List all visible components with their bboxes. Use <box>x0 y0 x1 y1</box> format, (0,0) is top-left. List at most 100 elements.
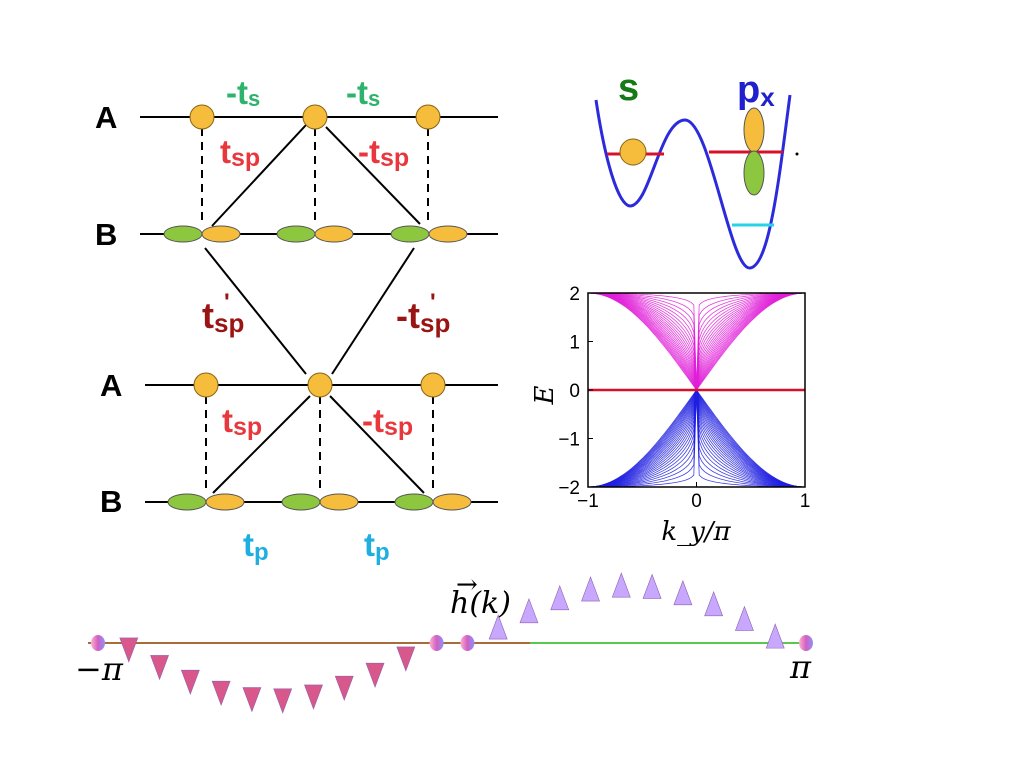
upper-band-line <box>587 292 806 391</box>
vector-arrow <box>304 639 323 710</box>
y-tick-label: 0 <box>569 381 580 402</box>
p-orbital-yellow-lobe <box>314 225 354 243</box>
lower-band-line <box>588 389 805 488</box>
vector-arrow <box>642 573 662 647</box>
p-orbital-green-lobe <box>276 225 316 243</box>
x-axis-label: k_y/π <box>661 517 731 547</box>
lower-band-line <box>588 389 805 488</box>
upper-band-line <box>588 292 805 391</box>
h-of-k-label: h(k) <box>450 586 511 621</box>
upper-band-line <box>588 292 805 391</box>
lower-band-line <box>587 388 806 488</box>
x-tick-label: −1 <box>577 491 599 512</box>
vector-arrow <box>334 639 354 702</box>
upper-band-line <box>588 292 805 391</box>
dashed-bonds <box>201 128 434 490</box>
lower-band-line <box>587 389 806 488</box>
lower-band-line <box>587 388 806 488</box>
lower-band-line <box>587 389 806 488</box>
pi-label: π <box>789 648 812 686</box>
vector-arrow <box>91 635 105 651</box>
upper-band-line <box>588 292 805 391</box>
upper-band-line <box>588 292 805 391</box>
lower-band-line <box>587 388 806 488</box>
vector-arrow <box>180 639 200 696</box>
y-tick-label: −1 <box>558 430 580 451</box>
s-orbital <box>415 104 441 130</box>
y-tick-label: 1 <box>569 333 580 354</box>
lower-band-line <box>587 389 806 488</box>
upper-band-line <box>587 292 806 391</box>
hopping-label-tsp-top-left: tsp <box>220 133 260 172</box>
upper-band-line <box>588 292 805 391</box>
s-label: s <box>618 67 639 109</box>
vector-arrow <box>242 639 262 713</box>
p-orbital-yellow-lobe <box>205 493 245 511</box>
lower-band-line <box>588 389 805 488</box>
diagonal-bonds <box>204 124 425 494</box>
lower-band-line <box>588 389 805 488</box>
vector-arrow <box>460 635 475 651</box>
vector-arrow <box>581 576 600 647</box>
hopping-label-tsp-prime-right-prime: ' <box>430 289 436 316</box>
x-tick-label: 1 <box>800 491 811 512</box>
upper-band-line <box>588 292 805 391</box>
upper-band-line <box>587 292 806 392</box>
upper-band-line <box>588 292 805 391</box>
hopping-label-tsp-top-right: -tsp <box>358 133 409 172</box>
row-label-a2: A <box>100 368 122 403</box>
s-orbital <box>307 372 333 398</box>
lower-band-line <box>587 388 806 488</box>
vector-arrow <box>765 623 785 650</box>
vector-arrow <box>488 614 508 647</box>
row-label-b2: B <box>100 484 122 519</box>
s-orbital-inset <box>619 138 647 166</box>
upper-band-line <box>588 292 805 391</box>
lower-band-line <box>588 389 805 488</box>
lower-band-line <box>588 389 805 488</box>
upper-band-line <box>587 292 806 391</box>
x-tick-label: 0 <box>691 491 702 512</box>
p-orbital-green-lobe <box>281 493 321 511</box>
upper-band-line <box>588 292 805 391</box>
lower-band-line <box>588 389 805 488</box>
lower-band-line <box>588 389 805 488</box>
row-label-b1: B <box>95 217 117 252</box>
upper-band-line <box>587 292 806 392</box>
lower-band-line <box>588 389 805 488</box>
vector-arrow <box>611 572 631 647</box>
upper-band-line <box>588 292 805 391</box>
lower-band-line <box>587 389 806 488</box>
a-site-orbitals <box>189 104 446 398</box>
p-orbital-yellow-lobe <box>319 493 359 511</box>
upper-band-line <box>587 292 806 392</box>
hopping-label-tsp-prime-left: tsp <box>202 295 244 338</box>
arrow-field <box>91 572 813 714</box>
upper-band-line <box>588 292 805 391</box>
y-tick-label: 2 <box>569 284 580 305</box>
p-orbital-green-lobe <box>167 493 207 511</box>
vector-arrow <box>211 639 231 707</box>
s-orbital <box>189 104 215 130</box>
lower-band-line <box>588 389 805 488</box>
p-orbital-green-lobe <box>163 225 203 243</box>
s-orbital <box>420 372 446 398</box>
vector-arrow <box>704 590 724 647</box>
px-orbital-top-lobe <box>743 107 765 153</box>
vector-arrow <box>799 635 813 651</box>
b-site-orbitals <box>163 225 472 511</box>
vector-arrow <box>396 639 416 672</box>
hopping-label-ts-right: -ts <box>346 74 380 111</box>
lattice-diagram: A B A B -ts -ts tsp -tsp tsp ' -tsp ' ts… <box>95 74 498 566</box>
dot-marker <box>795 152 799 156</box>
upper-band-line <box>588 292 805 391</box>
upper-band-line <box>588 292 805 391</box>
p-orbital-green-lobe <box>394 493 434 511</box>
hopping-label-tsp-prime-right: -tsp <box>396 295 450 338</box>
vector-arrow <box>365 639 385 689</box>
vector-arrow <box>550 584 570 647</box>
upper-band-line <box>588 292 805 391</box>
